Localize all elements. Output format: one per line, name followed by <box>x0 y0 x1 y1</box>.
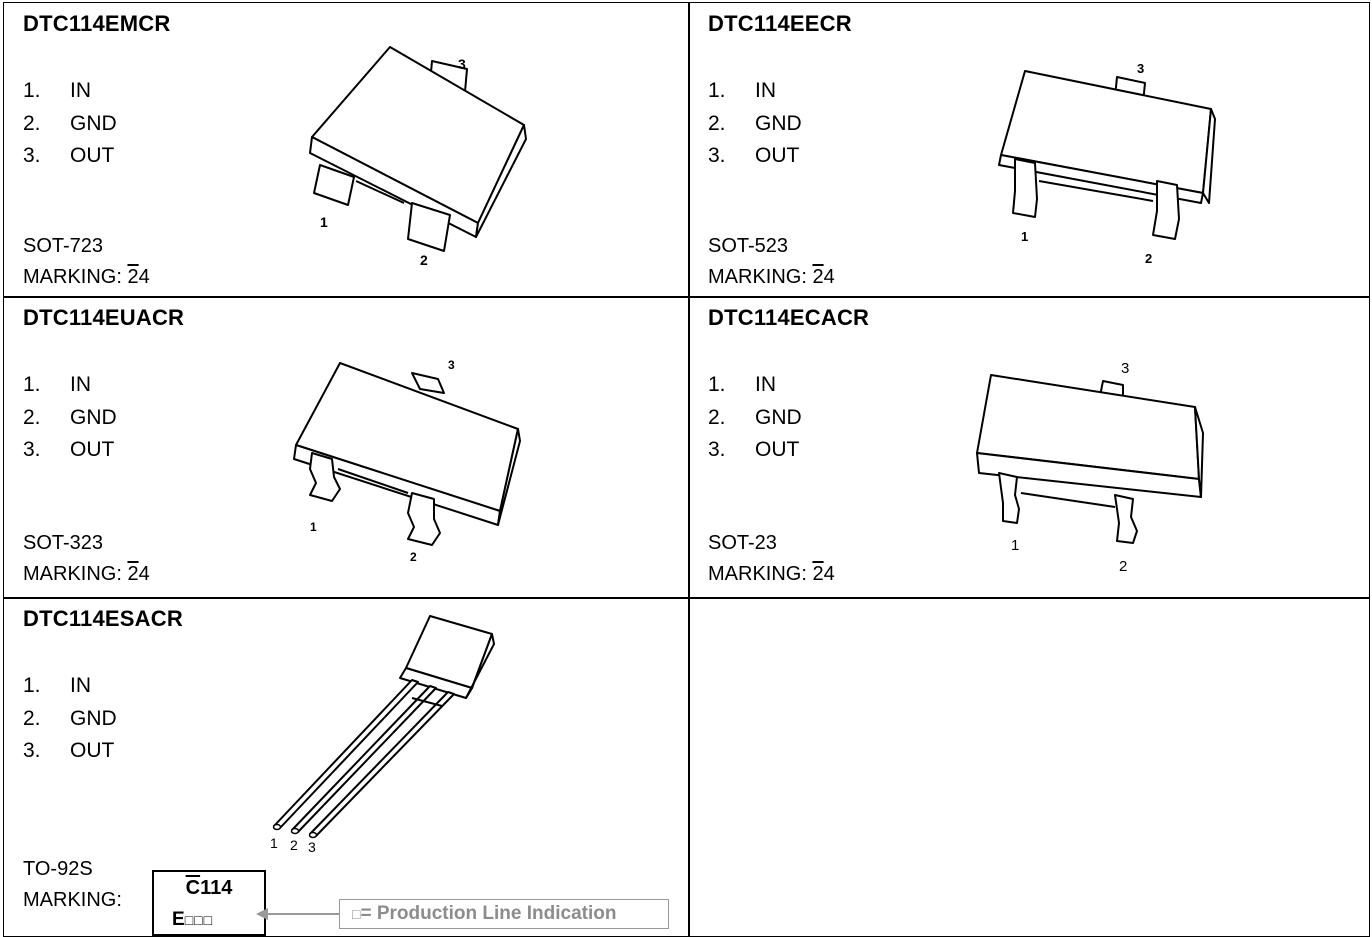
package-cell-to92s: DTC114ESACR 1.IN 2.GND 3.OUT TO-92S MARK… <box>3 597 690 937</box>
pin-item: 2.GND <box>23 111 117 135</box>
marking-line: MARKING: 24 <box>708 266 835 288</box>
package-cell-sot723: DTC114EMCR 1.IN 2.GND 3.OUT SOT-723 MARK… <box>3 2 690 298</box>
sot523-package-illustration: 3 1 2 <box>998 61 1216 266</box>
marking-box: C114 E□□□ <box>152 870 266 936</box>
pin-list: 1.IN 2.GND 3.OUT <box>708 75 802 173</box>
pin-list: 1.IN 2.GND 3.OUT <box>23 369 117 467</box>
package-cell-sot523: DTC114EECR 1.IN 2.GND 3.OUT SOT-523 MARK… <box>688 2 1370 298</box>
marking-line: MARKING: 24 <box>23 266 150 288</box>
to92s-package-illustration: 1 2 3 <box>270 615 495 855</box>
pin-list: 1.IN 2.GND 3.OUT <box>23 75 117 173</box>
pin-item: 1.IN <box>23 79 91 102</box>
sot723-package-illustration: 3 1 2 <box>309 46 527 268</box>
pin-item: 1.IN <box>708 79 776 102</box>
pin-item: 1.IN <box>708 373 776 396</box>
sot23-package-illustration: 3 1 2 <box>976 360 1204 575</box>
marking-code-line2: E□□□ <box>172 909 214 930</box>
svg-text:3: 3 <box>1137 61 1144 76</box>
svg-text:1: 1 <box>1011 537 1019 554</box>
svg-text:3: 3 <box>308 839 316 855</box>
svg-text:2: 2 <box>1119 558 1127 575</box>
svg-text:3: 3 <box>1121 360 1129 377</box>
empty-cell <box>688 597 1370 937</box>
package-info: SOT-723 MARKING: 24 <box>23 231 150 293</box>
package-name: SOT-23 <box>708 532 777 554</box>
package-name: SOT-523 <box>708 235 789 257</box>
package-name: SOT-323 <box>23 532 104 554</box>
pin-label-2: 2 <box>420 252 428 268</box>
pin-item: 1.IN <box>23 674 91 697</box>
svg-text:1: 1 <box>270 835 278 851</box>
package-cell-sot323: DTC114EUACR 1.IN 2.GND 3.OUT SOT-323 MAR… <box>3 296 690 599</box>
package-info: SOT-23 MARKING: 24 <box>708 528 835 590</box>
package-name: TO-92S <box>23 858 93 880</box>
package-name: SOT-723 <box>23 235 104 257</box>
part-number: DTC114EMCR <box>23 11 171 36</box>
pin-item: 3.OUT <box>23 144 115 167</box>
svg-text:2: 2 <box>1145 251 1152 266</box>
pin-label-3: 3 <box>458 56 466 72</box>
part-number: DTC114EECR <box>708 11 852 36</box>
svg-text:2: 2 <box>410 550 417 564</box>
sot323-package-illustration: 3 1 2 <box>293 358 521 564</box>
production-line-legend: □= Production Line Indication <box>339 899 669 929</box>
pin-item: 3.OUT <box>708 438 800 461</box>
pin-item: 2.GND <box>708 405 802 429</box>
marking-code-line1: C114 <box>185 877 233 899</box>
pin-item: 1.IN <box>23 373 91 396</box>
pin-item: 3.OUT <box>708 144 800 167</box>
pin-label-1: 1 <box>320 214 328 230</box>
svg-text:1: 1 <box>1021 229 1028 244</box>
svg-text:1: 1 <box>310 520 317 534</box>
pin-list: 1.IN 2.GND 3.OUT <box>708 369 802 467</box>
arrow-left-icon <box>256 908 340 920</box>
pin-item: 2.GND <box>708 111 802 135</box>
part-number: DTC114EUACR <box>23 305 185 330</box>
marking-label: MARKING: <box>23 889 122 911</box>
part-number: DTC114ESACR <box>23 606 183 631</box>
marking-line: MARKING: 24 <box>708 563 835 585</box>
pin-list: 1.IN 2.GND 3.OUT <box>23 670 117 768</box>
pin-item: 2.GND <box>23 405 117 429</box>
marking-line: MARKING: 24 <box>23 563 150 585</box>
package-info: SOT-523 MARKING: 24 <box>708 231 835 293</box>
svg-text:2: 2 <box>290 837 298 853</box>
pin-item: 3.OUT <box>23 438 115 461</box>
pin-item: 3.OUT <box>23 739 115 762</box>
svg-text:3: 3 <box>448 358 455 372</box>
part-number: DTC114ECACR <box>708 305 870 330</box>
package-info: SOT-323 MARKING: 24 <box>23 528 150 590</box>
package-info: TO-92S MARKING: <box>23 854 122 916</box>
pin-item: 2.GND <box>23 706 117 730</box>
package-cell-sot23: DTC114ECACR 1.IN 2.GND 3.OUT SOT-23 MARK… <box>688 296 1370 599</box>
